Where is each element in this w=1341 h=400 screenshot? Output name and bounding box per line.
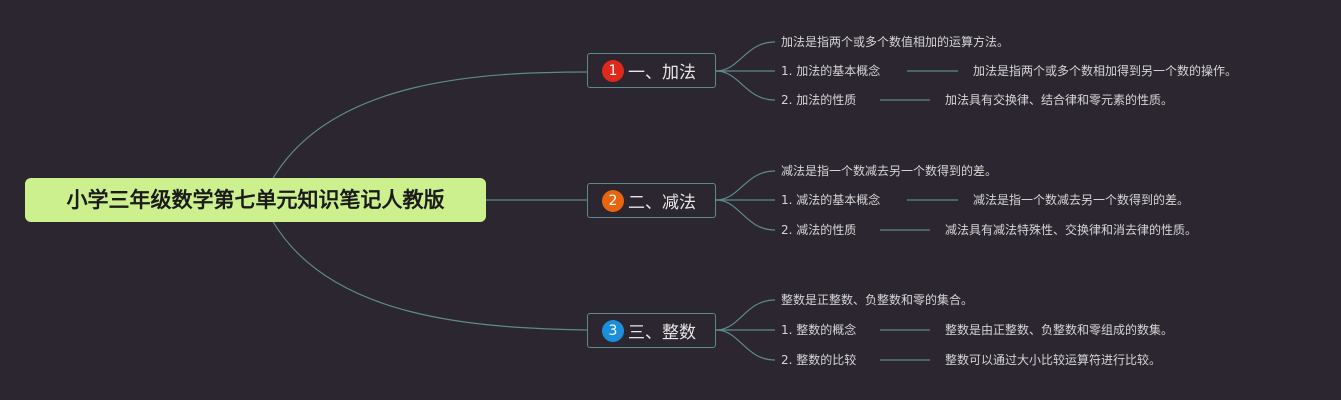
topic-number-badge: 1	[602, 59, 624, 82]
subtopic-detail[interactable]: 整数可以通过大小比较运算符进行比较。	[945, 353, 1162, 367]
subtopic-detail[interactable]: 加法是指两个或多个数相加得到另一个数的操作。	[973, 64, 1238, 78]
topic-number-badge: 3	[602, 319, 624, 342]
topic-node-subtraction[interactable]: 2 二、减法	[587, 183, 716, 218]
subtopic-label[interactable]: 1. 减法的基本概念	[781, 193, 881, 207]
subtopic-label[interactable]: 2. 减法的性质	[781, 223, 857, 237]
subtopic-label[interactable]: 1. 加法的基本概念	[781, 64, 881, 78]
topic-summary[interactable]: 整数是正整数、负整数和零的集合。	[781, 293, 974, 307]
subtopic-label[interactable]: 1. 整数的概念	[781, 323, 857, 337]
topic-summary[interactable]: 加法是指两个或多个数值相加的运算方法。	[781, 35, 1010, 49]
topic-label: 一、加法	[628, 63, 696, 83]
connector-t1-summary	[715, 41, 776, 72]
subtopic-detail[interactable]: 整数是由正整数、负整数和零组成的数集。	[945, 323, 1174, 337]
topic-node-integers[interactable]: 3 三、整数	[587, 313, 716, 348]
connector-t2-item2	[715, 199, 776, 231]
connector-t3-summary	[715, 299, 776, 331]
connector-t2-summary	[715, 170, 776, 201]
topic-node-addition[interactable]: 1 一、加法	[587, 53, 716, 88]
subtopic-detail[interactable]: 减法是指一个数减去另一个数得到的差。	[973, 193, 1190, 207]
topic-summary[interactable]: 减法是指一个数减去另一个数得到的差。	[781, 164, 998, 178]
topic-label: 二、减法	[628, 193, 696, 213]
subtopic-detail[interactable]: 加法具有交换律、结合律和零元素的性质。	[945, 93, 1174, 107]
root-node[interactable]: 小学三年级数学第七单元知识笔记人教版	[25, 178, 486, 222]
topic-number-badge: 2	[602, 189, 624, 212]
connector-root-topic-3	[271, 219, 588, 331]
connector-root-topic-1	[271, 71, 588, 181]
connector-t1-item2	[715, 70, 776, 101]
subtopic-detail[interactable]: 减法具有减法特殊性、交换律和消去律的性质。	[945, 223, 1198, 237]
subtopic-label[interactable]: 2. 整数的比较	[781, 353, 857, 367]
topic-label: 三、整数	[628, 323, 696, 343]
subtopic-label[interactable]: 2. 加法的性质	[781, 93, 857, 107]
connector-t3-item2	[715, 329, 776, 361]
